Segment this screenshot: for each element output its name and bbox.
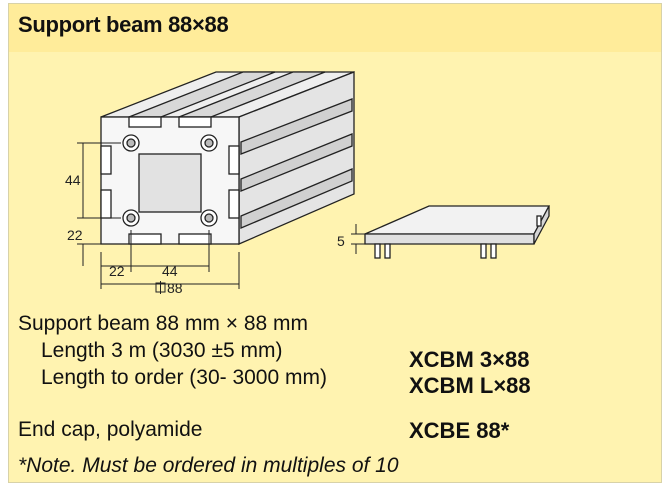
dim-width-22: 22 — [109, 263, 125, 279]
length-3m-label: Length 3 m (3030 ±5 mm) — [41, 339, 283, 362]
dim-width-44: 44 — [162, 263, 178, 279]
dim-height-22: 22 — [67, 227, 83, 243]
end-cap-label: End cap, polyamide — [18, 418, 203, 441]
length-order-label: Length to order (30- 3000 mm) — [41, 366, 327, 389]
dim-height-44: 44 — [65, 172, 81, 188]
order-note: *Note. Must be ordered in multiples of 1… — [18, 454, 399, 477]
dim-overall-88: 88 — [167, 280, 183, 296]
product-title: Support beam 88×88 — [18, 12, 229, 37]
card-header: Support beam 88×88 — [9, 4, 661, 52]
dim-cap-5: 5 — [337, 233, 345, 249]
code-3m: XCBM 3×88 — [409, 347, 530, 372]
code-cap: XCBE 88* — [409, 418, 510, 443]
cap-dimension-lines — [351, 224, 365, 254]
product-card: Support beam 88×88 — [8, 3, 662, 483]
code-order: XCBM L×88 — [409, 373, 531, 398]
end-cap-illustration — [364, 205, 551, 259]
technical-drawing: 44 22 22 44 88 5 — [65, 71, 551, 296]
beam-illustration — [100, 71, 355, 245]
beam-description: Support beam 88 mm × 88 mm — [18, 312, 309, 335]
dimension-lines — [77, 142, 240, 289]
